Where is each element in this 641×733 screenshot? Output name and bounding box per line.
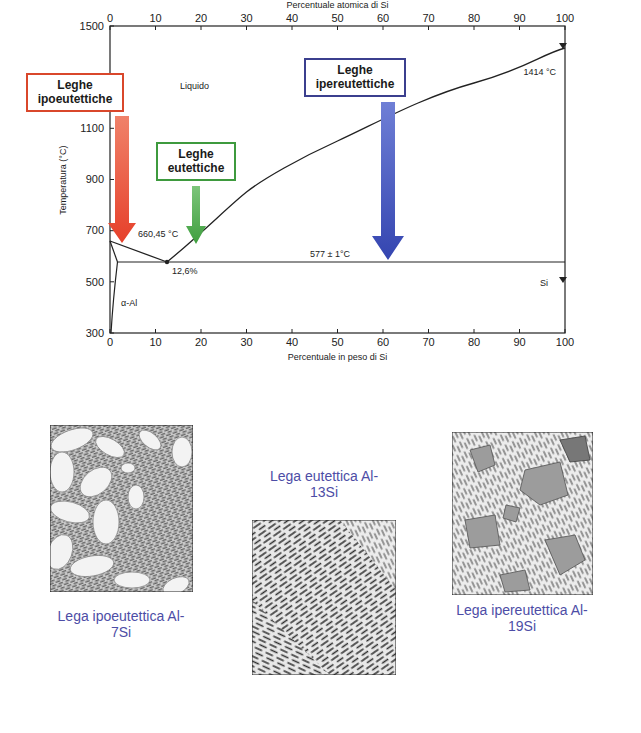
micrograph-hypereutectic (452, 432, 593, 595)
axis-tick-label: 70 (422, 12, 434, 25)
solvus-line (111, 262, 118, 333)
axis-tick-label: 10 (149, 336, 161, 349)
axis-tick-label: 500 (86, 276, 104, 289)
axis-tick-label: 70 (422, 336, 434, 349)
axis-tick-label: 30 (240, 336, 252, 349)
axis-tick-label: 20 (195, 336, 207, 349)
axis-tick-label: 50 (331, 12, 343, 25)
micrograph-caption: Lega ipoeutettica Al-7Si (51, 608, 191, 640)
axis-tick-label: 10 (149, 12, 161, 25)
temperature-label: 660,45 °C (138, 229, 178, 239)
alpha-dendrites (50, 425, 192, 592)
axis-tick-label: 100 (556, 12, 574, 25)
eutectic-arrow (186, 186, 206, 244)
micrograph-eutectic (252, 520, 396, 675)
axis-tick-label: 30 (240, 12, 252, 25)
phase-label: Si (540, 278, 548, 288)
axis-tick-label: 0 (107, 12, 113, 25)
eutectic-colony (340, 520, 396, 590)
hypoeutectic-arrow (108, 116, 136, 243)
hypereutectic-arrow (372, 102, 404, 260)
micrograph-caption: Lega eutettica Al-13Si (264, 468, 384, 500)
axis-title: Percentuale atomica di Si (286, 0, 388, 10)
axis-tick-label: 40 (286, 336, 298, 349)
axis-title: Temperatura (°C) (59, 145, 69, 214)
bottom-ticks (110, 329, 565, 333)
micrograph-hypoeutectic (50, 425, 193, 592)
eutectic-line (118, 261, 566, 262)
axis-tick-label: 700 (86, 224, 104, 237)
solidus-line (110, 241, 118, 262)
eutectic-lamellae (252, 520, 396, 675)
box-label: Leghe eutettiche (168, 147, 225, 176)
phase-label: α-Al (121, 298, 137, 308)
axis-tick-label: 90 (513, 12, 525, 25)
axis-tick-label: 60 (377, 12, 389, 25)
si-marker (559, 277, 567, 283)
primary-si-crystals (465, 445, 585, 592)
temperature-label: 577 ± 1°C (310, 249, 350, 259)
axis-tick-label: 20 (195, 12, 207, 25)
axis-tick-label: 80 (468, 12, 480, 25)
axis-tick-label: 50 (331, 336, 343, 349)
region-label: Liquido (180, 81, 209, 91)
axis-tick-label: 80 (468, 336, 480, 349)
liquidus-al-side (110, 241, 167, 262)
alloy-class-box: Leghe eutettiche (156, 142, 237, 181)
top-ticks (110, 26, 565, 30)
melting-point-marker (559, 43, 567, 49)
axis-tick-label: 100 (556, 336, 574, 349)
eutectic-point (165, 260, 169, 264)
plot-frame (110, 26, 565, 333)
temperature-label: 1414 °C (523, 67, 556, 77)
axis-tick-label: 1100 (80, 122, 104, 135)
axis-tick-label: 900 (86, 173, 104, 186)
axis-tick-label: 0 (107, 336, 113, 349)
axis-title: Percentuale in peso di Si (288, 352, 388, 362)
axis-tick-label: 90 (513, 336, 525, 349)
axis-tick-label: 1500 (80, 20, 104, 33)
primary-si-crystal (560, 436, 590, 462)
box-label: Leghe ipereutettiche (316, 63, 395, 92)
alloy-class-box: Leghe ipoeutettiche (26, 73, 125, 112)
eutectic-matrix (452, 432, 593, 595)
eutectic-colony (252, 600, 330, 675)
micrograph-caption: Lega ipereutettica Al-19Si (450, 602, 595, 634)
box-label: Leghe ipoeutettiche (38, 78, 113, 107)
alloy-class-box: Leghe ipereutettiche (304, 58, 407, 97)
axis-tick-label: 40 (286, 12, 298, 25)
axis-tick-label: 300 (86, 327, 104, 340)
composition-label: 12,6% (172, 266, 198, 276)
axis-tick-label: 60 (377, 336, 389, 349)
